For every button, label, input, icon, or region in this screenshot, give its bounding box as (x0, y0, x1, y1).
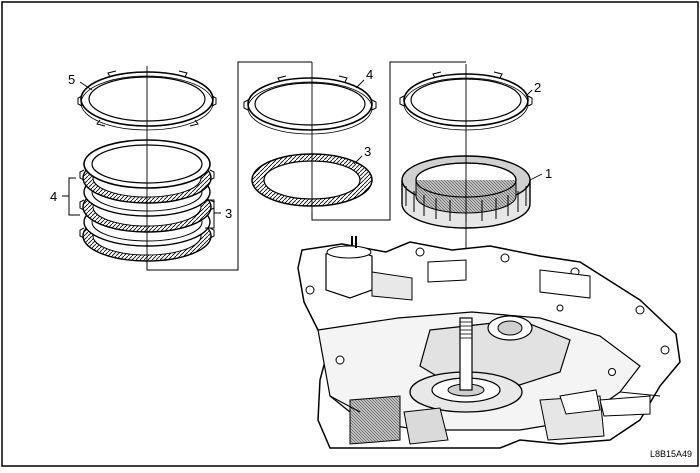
assembly-lines (146, 61, 466, 271)
callout-3-left: 3 (225, 206, 232, 221)
left-clutch-pack (62, 66, 221, 262)
figure-code: L8B15A49 (650, 449, 692, 459)
callout-1: 1 (545, 166, 552, 181)
callout-5: 5 (68, 72, 75, 87)
transmission-case (297, 236, 681, 449)
right-clutch-pack (399, 64, 543, 318)
callout-4-middle: 4 (366, 67, 373, 82)
steel-plate (243, 75, 377, 135)
callout-2: 2 (534, 80, 541, 95)
middle-clutch-pack (243, 62, 377, 212)
callout-3-middle: 3 (364, 144, 371, 159)
bracket-right (205, 199, 215, 229)
callout-4-left: 4 (50, 189, 57, 204)
